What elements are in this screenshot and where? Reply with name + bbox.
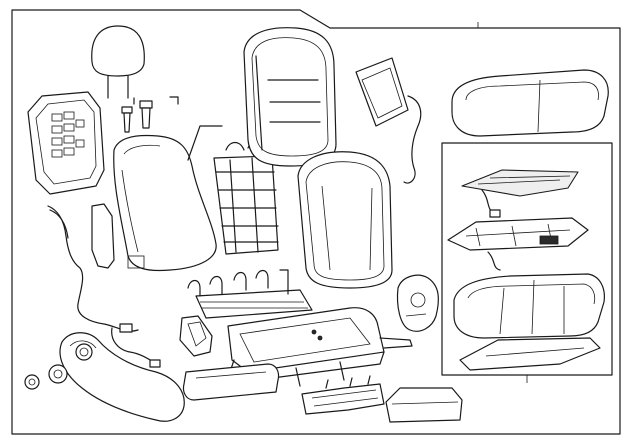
cushion-trim-cover[interactable] <box>459 337 601 371</box>
knob[interactable] <box>24 364 68 390</box>
seat-back-pad[interactable] <box>355 57 409 127</box>
seat-back-cover-outer[interactable] <box>243 27 337 167</box>
power-seat-switch[interactable] <box>179 315 213 357</box>
diagram-frame <box>11 9 621 435</box>
side-shield[interactable] <box>59 332 185 422</box>
headrest[interactable] <box>91 25 145 99</box>
cushion-spring-frame[interactable] <box>195 269 313 319</box>
seat-back-frame[interactable] <box>113 125 223 272</box>
seat-wire-harness[interactable] <box>47 205 161 368</box>
seat-back-cover-front[interactable] <box>297 151 393 289</box>
cushion-heater-element[interactable] <box>461 169 579 218</box>
trim-panel[interactable] <box>182 363 280 401</box>
headrest-guides[interactable] <box>121 96 179 133</box>
recliner-cover[interactable] <box>396 274 439 332</box>
storage-tray[interactable] <box>385 387 463 423</box>
seat-belt-buckle[interactable] <box>301 375 385 415</box>
seat-cushion-pad[interactable] <box>451 69 609 137</box>
cushion-support-tray[interactable] <box>447 217 589 271</box>
seat-heater-wire[interactable] <box>403 95 422 184</box>
seat-back-panel[interactable] <box>27 91 105 195</box>
cushion-foam[interactable] <box>453 273 605 339</box>
side-bolster[interactable] <box>91 203 115 269</box>
cushion-hooks[interactable] <box>187 269 269 297</box>
